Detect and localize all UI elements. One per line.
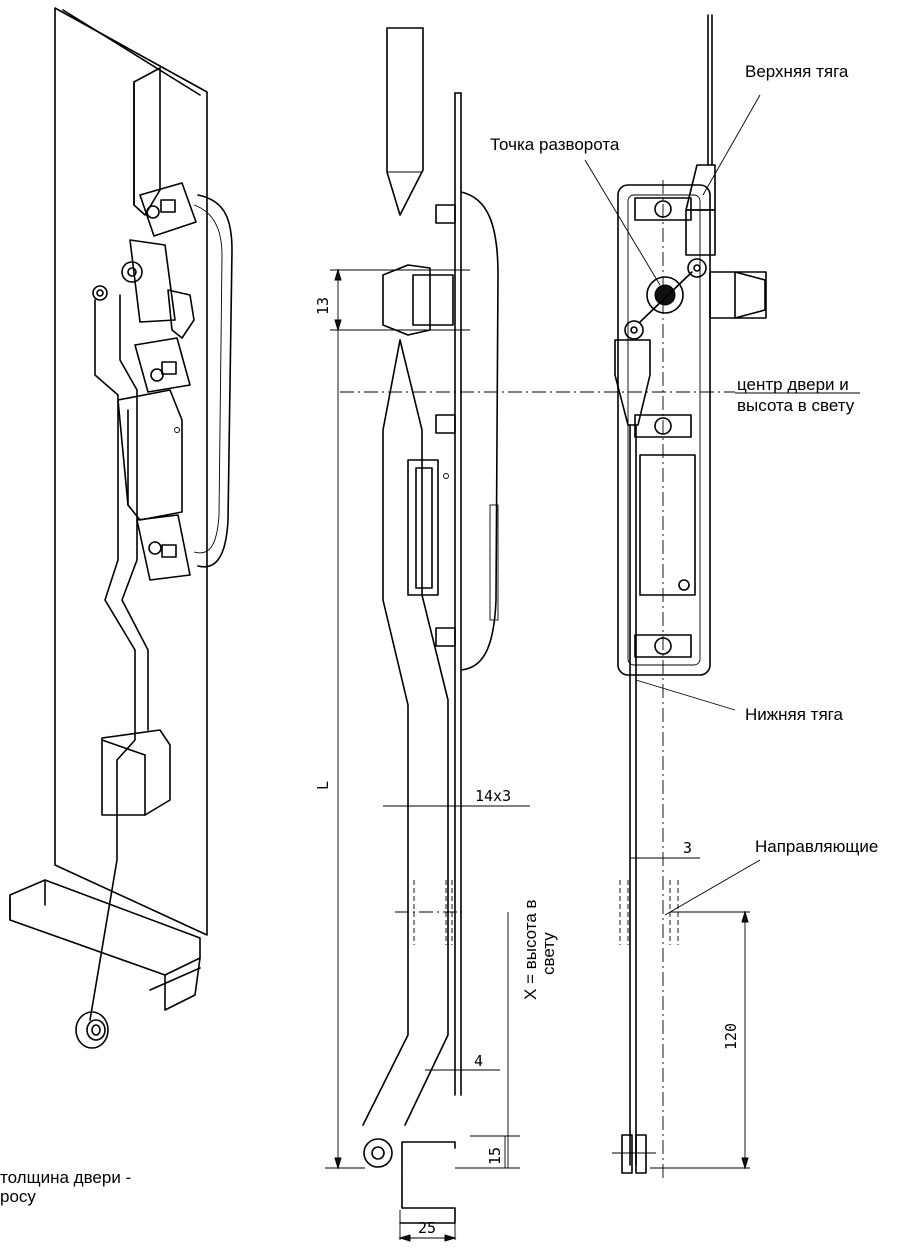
iso-bracket-middle xyxy=(134,337,191,393)
side-bolts xyxy=(435,204,456,647)
footnote-line1: толщина двери - xyxy=(0,1168,131,1187)
dim-15: 15 xyxy=(486,1147,504,1165)
callout-door-center-2: высота в свету xyxy=(737,396,855,415)
dim-13: 13 xyxy=(314,297,332,315)
dim-4: 4 xyxy=(474,1052,483,1070)
dim-L: L xyxy=(314,781,332,790)
front-latch-window xyxy=(639,454,696,596)
dim-25: 25 xyxy=(418,1219,436,1237)
dimension-lines xyxy=(325,268,750,1242)
callout-pivot-point: Точка разворота xyxy=(490,135,620,154)
front-view xyxy=(612,14,767,1180)
side-handle-housing xyxy=(460,191,499,671)
callout-door-center-1: центр двери и xyxy=(737,375,849,394)
footnote-line2: росу xyxy=(0,1187,36,1206)
leader-lines xyxy=(584,94,860,916)
front-pivot xyxy=(624,258,707,340)
iso-bracket-bottom xyxy=(136,514,191,581)
iso-handle-housing xyxy=(197,194,233,568)
dim-14x3: 14x3 xyxy=(475,787,511,805)
door-plate xyxy=(54,7,208,936)
iso-bracket-top xyxy=(139,182,197,237)
side-lower-rod xyxy=(362,339,409,1126)
iso-guide-block xyxy=(101,729,171,816)
door-plate-edge xyxy=(62,9,201,96)
side-view xyxy=(330,27,735,1224)
isometric-view xyxy=(9,7,233,1049)
side-latch-case xyxy=(407,459,449,596)
iso-bottom-channel xyxy=(9,879,201,1011)
callout-upper-rod: Верхняя тяга xyxy=(745,62,849,81)
side-bottom-channel xyxy=(399,1141,456,1224)
front-housing xyxy=(617,184,711,676)
callout-lower-rod: Нижняя тяга xyxy=(745,705,843,724)
side-upper-rod xyxy=(386,27,424,216)
side-pivot-nut xyxy=(330,264,470,336)
dim-3: 3 xyxy=(683,839,692,857)
dim-x-line1: X = высота в xyxy=(521,899,540,1000)
front-lower-rod xyxy=(614,339,651,426)
front-roller xyxy=(612,1134,656,1174)
dim-x-line2: свету xyxy=(539,932,558,975)
iso-roller xyxy=(75,1011,109,1049)
iso-lower-rod xyxy=(89,299,136,1021)
iso-pivot-mechanism xyxy=(92,239,195,339)
iso-latch-case xyxy=(117,389,183,521)
callout-guides: Направляющие xyxy=(755,837,878,856)
side-roller xyxy=(363,1138,393,1168)
front-side-bolt xyxy=(709,271,767,319)
dim-120: 120 xyxy=(722,1023,740,1050)
side-guide xyxy=(395,880,462,945)
